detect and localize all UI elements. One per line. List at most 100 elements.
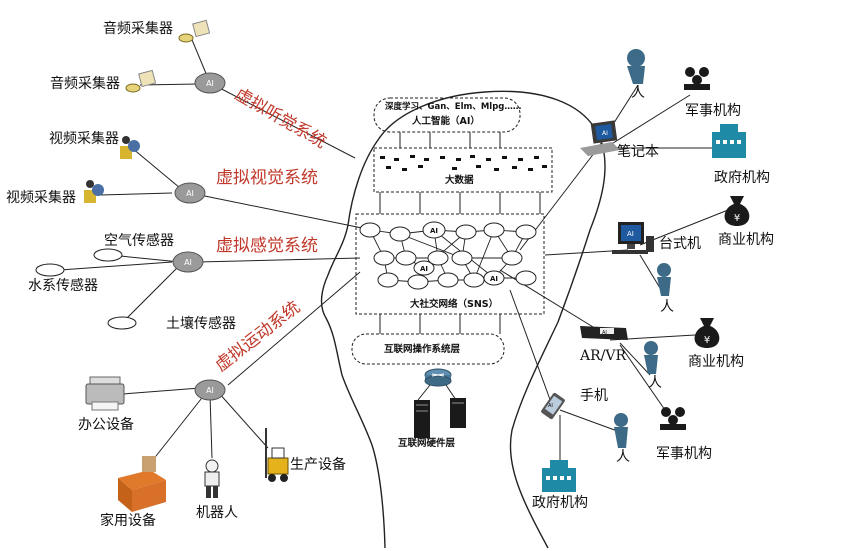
government-label-1: 政府机构	[714, 170, 770, 186]
money-bag-icon: ¥	[694, 318, 720, 348]
network-node	[373, 250, 395, 266]
business-label-2: 商业机构	[688, 354, 744, 370]
network-node	[359, 222, 381, 238]
server-icon	[450, 398, 466, 428]
hub-label: AI	[206, 386, 214, 395]
network-node	[515, 224, 537, 240]
network-node	[407, 274, 429, 290]
person-icon	[627, 49, 645, 84]
soil-sensor-label: 土壤传感器	[166, 316, 236, 332]
network-node	[451, 250, 473, 266]
hub-label: AI	[184, 258, 192, 267]
person-icon	[614, 413, 628, 448]
network-node	[389, 226, 411, 242]
office-device-label: 办公设备	[78, 417, 134, 433]
network-node	[501, 250, 523, 266]
ai-layer-title: 人工智能（AI）	[412, 116, 480, 127]
person-label-3: 人	[648, 375, 662, 391]
person-icon	[657, 263, 671, 296]
svg-text:¥: ¥	[734, 213, 740, 224]
video-collector-icon	[84, 180, 104, 203]
printer-icon	[85, 376, 125, 411]
robot-icon	[204, 459, 220, 498]
big-data-box	[373, 147, 553, 193]
network-node-ai-label: AI	[430, 227, 438, 235]
laptop-screen-ai: AI	[602, 130, 608, 137]
os-layer-title: 互联网操作系统层	[384, 344, 461, 355]
military-icon	[660, 407, 686, 430]
network-node	[455, 224, 477, 240]
left-connections	[59, 34, 363, 471]
ai-layer-box	[373, 97, 521, 133]
production-device-label: 生产设备	[290, 457, 346, 473]
desktop-icon	[612, 222, 654, 254]
network-node	[377, 272, 399, 288]
network-node	[463, 272, 485, 288]
government-label-2: 政府机构	[532, 495, 588, 511]
business-label-1: 商业机构	[718, 232, 774, 248]
ai-hub	[194, 379, 226, 401]
soil-sensor-node	[107, 316, 137, 330]
desktop-label: 台式机	[659, 236, 701, 252]
video-collector-2-label: 视频采集器	[6, 190, 76, 206]
forklift-icon	[265, 428, 289, 482]
person-label-2: 人	[660, 299, 674, 315]
ai-hub	[194, 72, 226, 94]
ai-techniques-text: 深度学习、Gan、Elm、Mlpg……	[385, 102, 522, 112]
military-label-2: 军事机构	[656, 446, 712, 462]
network-node-ai-label: AI	[420, 265, 428, 273]
phone-screen-ai: AI	[548, 403, 553, 409]
laptop-icon	[580, 120, 620, 156]
os-layer-box	[351, 333, 505, 365]
person-label-4: 人	[616, 449, 630, 465]
arvr-headset-icon	[580, 326, 628, 340]
network-node-ai-label: AI	[490, 275, 498, 283]
arvr-screen-ai: AI	[602, 330, 607, 336]
person-icon	[644, 341, 658, 374]
hub-label: AI	[206, 79, 214, 88]
audio-collector-2-label: 音频采集器	[50, 76, 120, 92]
sensory-system-label: 虚拟感觉系统	[216, 236, 318, 256]
home-device-label: 家用设备	[100, 513, 156, 529]
ai-hub	[172, 251, 204, 273]
person-label-1: 人	[631, 85, 645, 101]
laptop-label: 笔记本	[617, 144, 659, 160]
video-collector-1-label: 视频采集器	[49, 131, 119, 147]
network-node	[413, 260, 435, 276]
sns-title: 大社交网络（SNS）	[410, 299, 499, 310]
air-sensor-node	[93, 248, 123, 262]
network-node	[515, 270, 537, 286]
phone-label: 手机	[580, 388, 608, 404]
government-icon	[542, 460, 576, 492]
network-node	[422, 221, 446, 239]
big-data-marks	[380, 155, 547, 171]
network-node	[437, 272, 459, 288]
military-label-1: 军事机构	[685, 103, 741, 119]
water-sensor-label: 水系传感器	[28, 278, 98, 294]
water-sensor-node	[35, 263, 65, 277]
ai-hub	[174, 182, 206, 204]
network-node	[395, 250, 417, 266]
visual-system-label: 虚拟视觉系统	[216, 168, 318, 188]
air-sensor-label: 空气传感器	[104, 233, 174, 249]
hardware-layer-title: 互联网硬件层	[398, 438, 456, 449]
government-icon	[712, 124, 746, 158]
system-hubs	[172, 72, 226, 401]
network-nodes	[359, 221, 537, 290]
sns-box	[355, 213, 545, 315]
audio-collector-1-label: 音频采集器	[103, 21, 173, 37]
audio-collector-icon	[178, 19, 211, 43]
phone-icon	[541, 392, 565, 420]
network-node	[427, 250, 449, 266]
audio-collector-icon	[125, 69, 157, 93]
robot-label: 机器人	[196, 505, 238, 521]
network-node	[483, 222, 505, 238]
desktop-screen-ai: AI	[627, 230, 634, 238]
arvr-label: AR/VR	[580, 348, 627, 364]
network-node	[483, 270, 505, 286]
svg-text:¥: ¥	[704, 335, 710, 346]
hub-label: AI	[186, 189, 194, 198]
money-bag-icon: ¥	[724, 196, 750, 226]
big-data-title: 大数据	[445, 175, 474, 186]
